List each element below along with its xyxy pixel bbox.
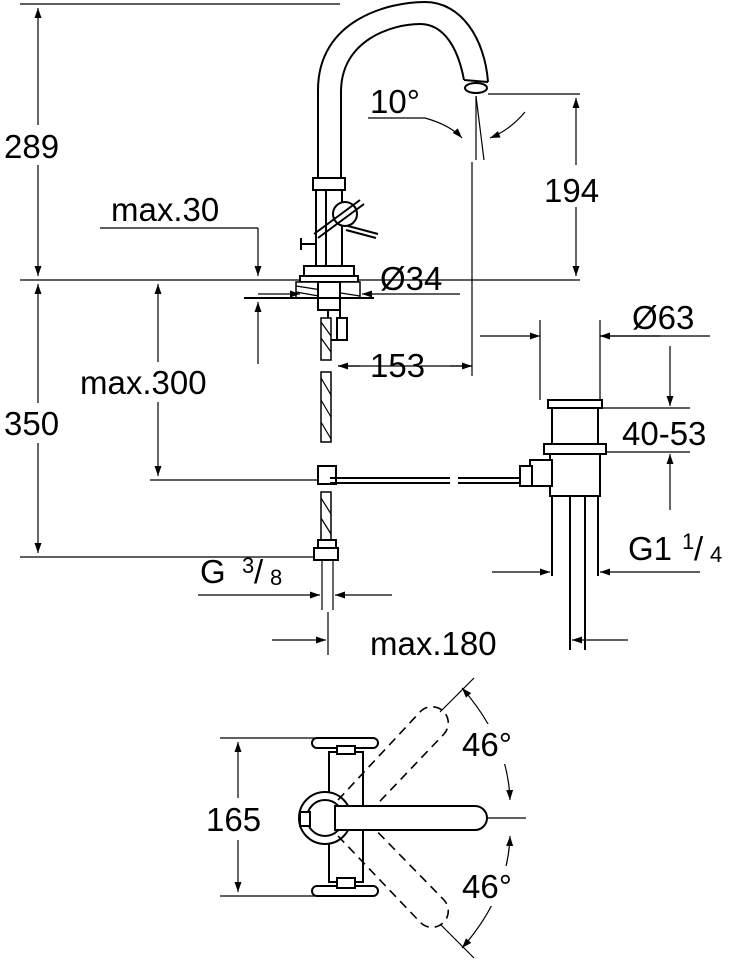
label-max-30: max.30 [111,191,219,228]
supply-hose [313,317,339,610]
label-thread-waste: G1 1 / 4 [628,529,722,567]
label-max-300: max.300 [80,364,207,401]
handle-spacing-dimension [200,737,340,897]
max-thickness-dimension [100,227,262,364]
lever-angle-dimension [439,677,532,959]
label-max-180: max.180 [370,625,497,662]
label-thread-supply: G 3 / 8 [200,553,282,590]
hose-length-dimension [76,284,246,476]
angle-annotation [368,93,580,161]
max-offset-dimension [272,612,628,655]
thread-supply-numerator: 3 [242,553,254,578]
waste-diameter-dimension [480,320,710,400]
label-350: 350 [4,405,59,442]
label-194: 194 [544,172,599,209]
fraction-slash: / [254,553,264,590]
faucet-spout [317,0,489,178]
label-289: 289 [4,128,59,165]
side-view [0,0,710,655]
height-dimension-left [0,3,465,558]
popup-rod [150,477,525,484]
spout-height-dimension [465,98,610,281]
fraction-slash: / [694,530,704,567]
label-diameter-63: Ø63 [632,299,694,336]
label-angle-46-top: 46° [462,726,512,763]
top-view [200,677,532,959]
label-diameter-34: Ø34 [380,260,442,297]
thread-supply-denominator: 8 [270,565,282,590]
thread-supply-main: G [200,553,226,590]
thread-waste-denominator: 4 [710,542,722,567]
faucet-body [299,177,379,283]
reach-dimension [338,162,473,376]
label-angle-46-bottom: 46° [462,868,512,905]
waste-adjust-dimension [600,346,690,510]
thread-waste-numerator: 1 [682,529,694,554]
thread-waste-main: G1 [628,530,672,567]
lever-positions [334,705,488,929]
label-angle-10: 10° [370,83,420,120]
label-40-53: 40-53 [622,415,706,452]
mounting-hardware [244,281,374,341]
label-165: 165 [206,801,261,838]
waste-assembly [519,399,607,650]
label-153: 153 [370,347,425,384]
